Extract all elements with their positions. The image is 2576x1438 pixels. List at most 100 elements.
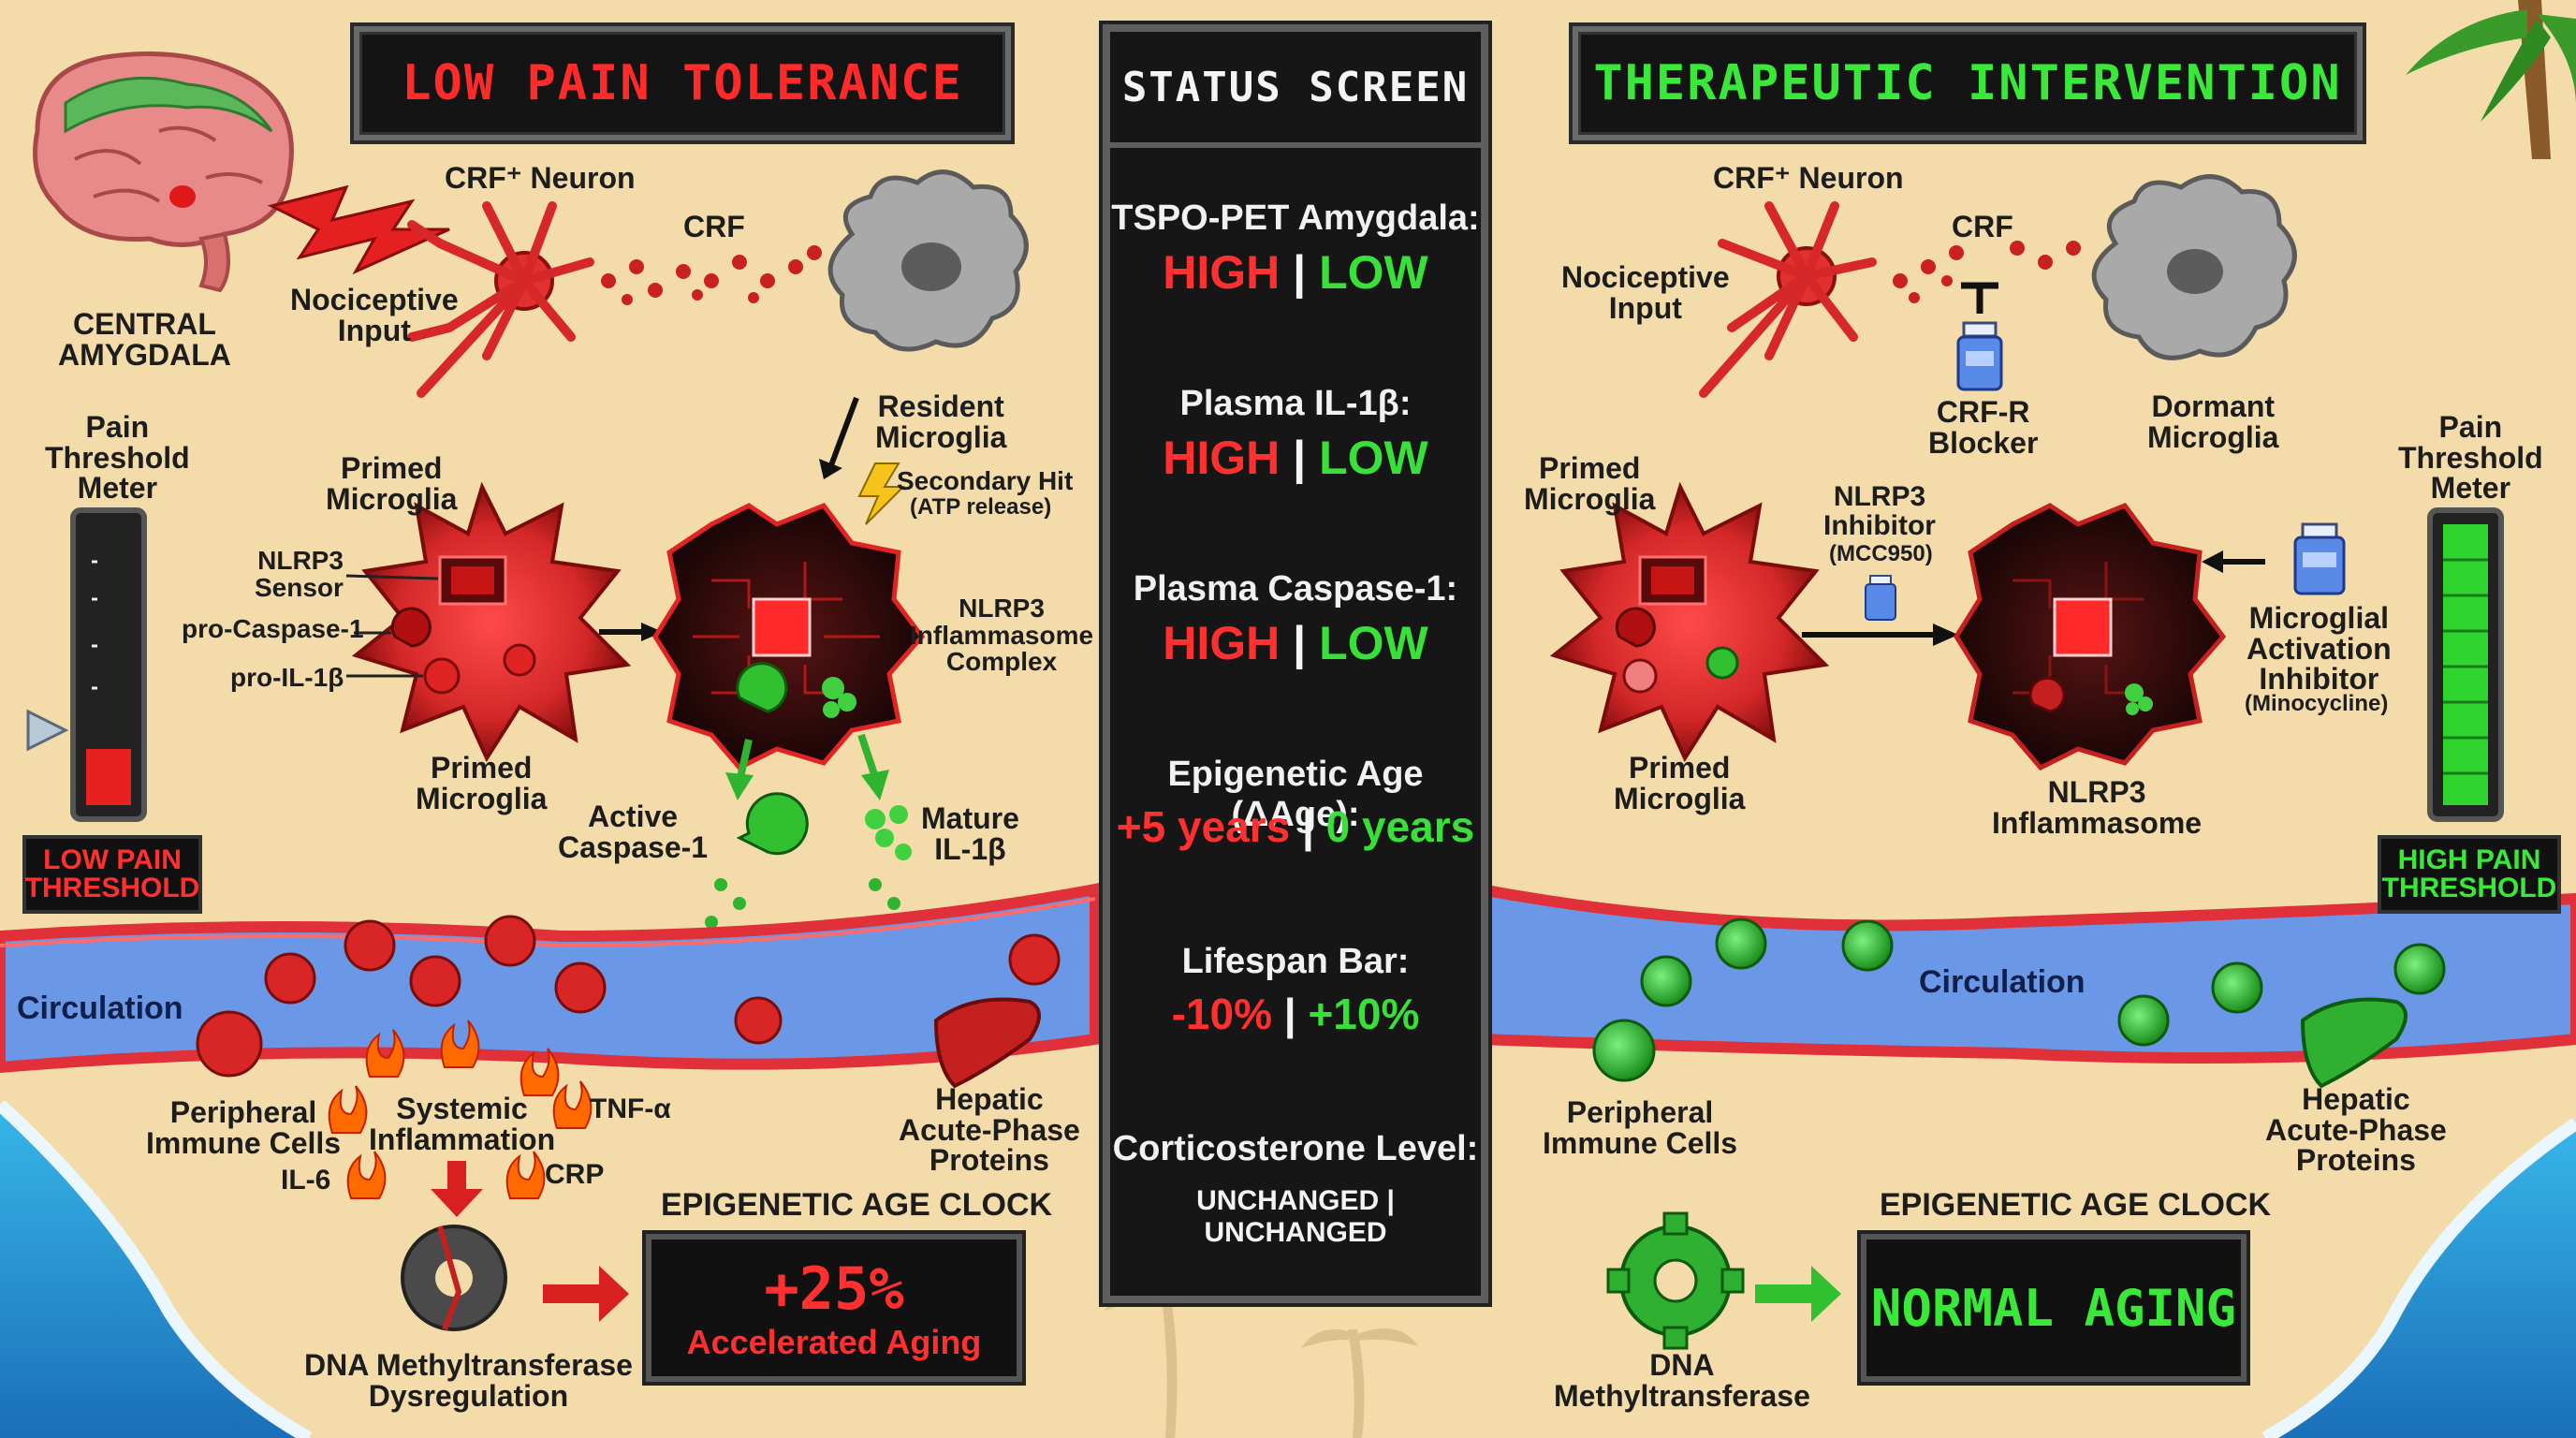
status-screen-panel: STATUS SCREEN TSPO-PET Amygdala: HIGH | … [1103,24,1488,1303]
systemic-inflammation-text: Systemic Inflammation [369,1092,556,1156]
nociceptive-input-label-left: Nociceptive Input [290,285,459,345]
status-epigenetic-right: 0 years [1325,802,1475,851]
peripheral-immune-label-left: Peripheral Immune Cells [146,1097,341,1158]
crf-neuron-right [1699,201,1877,398]
active-caspase-icon [736,792,809,856]
low-pain-threshold-text: LOW PAIN THRESHOLD [24,844,200,903]
pain-meter-right [2427,507,2504,822]
crf-r-blocker-label: CRF-R Blocker [1928,397,2038,458]
status-label-corticosterone: Corticosterone Level: [1112,1129,1479,1168]
status-label-caspase: Plasma Caspase-1: [1133,569,1458,609]
status-separator: | [1386,1185,1395,1216]
status-label-il1b: Plasma IL-1β: [1179,384,1412,423]
primed-microglia-top-label-right: Primed Microglia [1524,453,1655,514]
crp-label: CRP [545,1159,605,1190]
pro-caspase-label: pro-Caspase-1 [182,614,364,643]
status-tspo-right: LOW [1319,246,1428,299]
systemic-inflammation-label: Systemic Inflammation [369,1093,555,1154]
nociceptive-input-text-left: Nociceptive Input [290,283,459,347]
status-separator: | [1293,246,1307,299]
palm-silhouettes-bottom [1105,1289,1418,1438]
dnmt-label-left: DNA Methyltransferase Dysregulation [304,1350,633,1411]
central-amygdala-label: CENTRAL AMYGDALA [58,309,231,370]
healthy-cells-right [1592,917,2446,1082]
title-low-pain-tolerance-text: LOW PAIN TOLERANCE [402,55,963,111]
epigenetic-clock-left: +25% Accelerated Aging [646,1234,1022,1382]
inflammatory-cells-left [196,915,1061,1078]
mature-il1b-particles [865,805,912,860]
epigenetic-clock-right: NORMAL AGING [1861,1234,2247,1382]
status-corticosterone-right: UNCHANGED [1204,1217,1387,1248]
status-label-tspo: TSPO-PET Amygdala: [1111,198,1480,238]
status-label-epigenetic: Epigenetic Age (ΔAge): [1167,755,1424,834]
title-therapeutic-intervention: THERAPEUTIC INTERVENTION [1573,26,2363,140]
microglial-inhibitor-text: Microglial Activation Inhibitor [2247,601,2392,697]
high-pain-threshold-badge: HIGH PAIN THRESHOLD [2378,835,2561,914]
title-low-pain-tolerance: LOW PAIN TOLERANCE [354,26,1011,140]
crf-label-left: CRF [683,210,745,243]
pain-meter-text-left: Pain Threshold Meter [45,410,190,506]
peripheral-immune-text-left: Peripheral Immune Cells [146,1095,342,1160]
title-therapeutic-intervention-text: THERAPEUTIC INTERVENTION [1593,55,2342,111]
status-separator: | [1283,990,1296,1038]
status-corticosterone-left: UNCHANGED [1196,1185,1380,1216]
atp-lightning-icon [857,462,906,525]
microglial-inhibitor-label: Microglial Activation Inhibitor [2247,603,2392,695]
nlrp3-inflammasome-label-right: NLRP3 Inflammasome [1992,777,2202,838]
dnmt-label-right: DNA Methyltransferase [1554,1350,1810,1411]
epi-clock-value-right: NORMAL AGING [1870,1278,2237,1338]
palm-tree-top-right [2406,0,2576,159]
nlrp3-sensor-text: NLRP3 Sensor [255,546,344,602]
nlrp3-inflammasome-right [1954,502,2227,771]
lightning-bolt-icon [267,184,450,275]
brain-icon [33,51,294,293]
flame-icons [328,1020,593,1199]
nlrp3-inflammasome-complex-left [652,502,926,771]
status-tspo-left: HIGH [1163,246,1281,299]
primed-microglia-bottom-text-right: Primed Microglia [1614,751,1746,815]
resident-microglia-text: Resident Microglia [875,389,1007,454]
pro-il1b-label: pro-IL-1β [230,663,344,692]
broken-gear-icon [401,1225,507,1331]
crf-neuron-label-left: CRF⁺ Neuron [445,161,636,195]
status-values-tspo: HIGH | LOW [1110,245,1481,300]
dnmt-text-right: DNA Methyltransferase [1554,1348,1810,1413]
primed-microglia-bottom-text-left: Primed Microglia [416,751,548,815]
hepatic-text-left: Hepatic Acute-Phase Proteins [899,1082,1080,1178]
blood-vessel-left [0,882,1101,1074]
status-values-epigenetic: +5 years | 0 years [1110,801,1481,852]
tnf-label: TNF-α [590,1093,671,1124]
central-amygdala-text: CENTRAL AMYGDALA [58,307,231,372]
resident-microglia-label: Resident Microglia [875,391,1006,452]
gear-icon-right [1606,1211,1745,1350]
low-pain-threshold-badge: LOW PAIN THRESHOLD [22,835,202,914]
primed-microglia-bottom-label-right: Primed Microglia [1614,753,1745,814]
nlrp3-sensor-label: NLRP3 Sensor [255,546,344,602]
status-separator: | [1293,432,1307,484]
mature-il1b-label: Mature IL-1β [921,803,1019,864]
nlrp3-inhibitor-text: NLRP3 Inhibitor [1823,481,1936,541]
hepatic-label-left: Hepatic Acute-Phase Proteins [899,1084,1080,1176]
epi-clock-value-left: +25% [764,1254,904,1323]
status-lifespan-left: -10% [1171,990,1272,1038]
status-il1b-left: HIGH [1163,432,1281,484]
epi-clock-sub-left: Accelerated Aging [686,1322,982,1361]
primed-microglia-top-label-left: Primed Microglia [326,453,457,514]
hepatic-label-right: Hepatic Acute-Phase Proteins [2265,1084,2447,1176]
nlrp3-complex-text: NLRP3 Inflammasome Complex [910,594,1094,677]
il6-label: IL-6 [281,1165,331,1196]
mcc950-vial [1865,575,1896,621]
nociceptive-input-text-right: Nociceptive Input [1561,260,1730,325]
crf-r-blocker-vial [1956,321,2003,391]
status-values-corticosterone: UNCHANGED | UNCHANGED [1110,1185,1481,1249]
circulation-label-left: Circulation [17,990,183,1026]
pain-meter-label-right: Pain Threshold Meter [2398,412,2543,504]
crf-neuron-left [407,201,594,398]
dormant-microglia-text: Dormant Microglia [2147,389,2279,454]
status-lifespan-right: +10% [1308,990,1420,1038]
primed-microglia-right [1549,481,1830,763]
liver-icon-right [2300,997,2408,1089]
peripheral-immune-label-right: Peripheral Immune Cells [1543,1097,1737,1158]
crf-r-blocker-text: CRF-R Blocker [1928,395,2039,460]
